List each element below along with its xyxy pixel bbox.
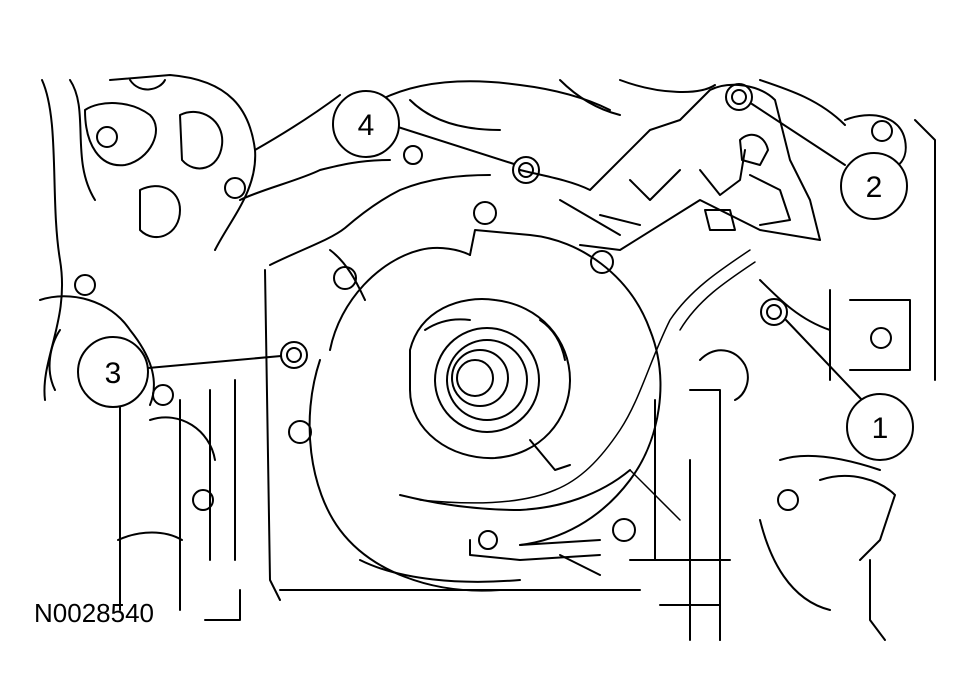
engine-block-outline [39,74,936,641]
bolt-1 [760,298,788,326]
oil-pump-housing [264,174,756,641]
callout-1-number: 1 [872,412,889,445]
callout-3: 3 [77,336,149,408]
leader-lines [147,103,863,401]
bolt-3 [280,341,308,369]
callout-4: 4 [332,90,400,158]
mounting-bracket [519,83,831,331]
callout-2: 2 [840,152,908,220]
callout-2-number: 2 [866,171,883,204]
callout-3-number: 3 [105,357,122,390]
callout-4-number: 4 [358,109,375,142]
callout-1: 1 [846,393,914,461]
bolt-2 [725,83,753,111]
bolt-4 [512,156,540,184]
figure-id-label: N0028540 [34,598,154,628]
